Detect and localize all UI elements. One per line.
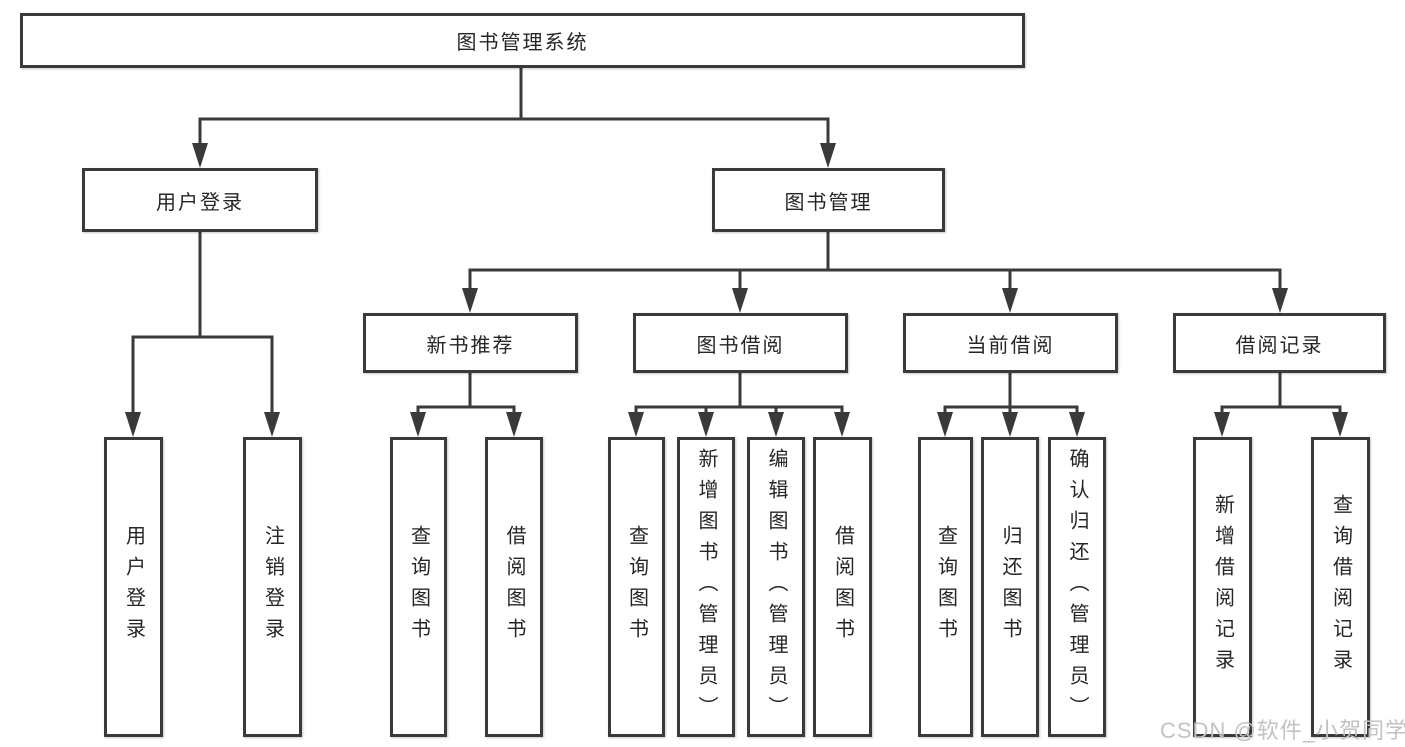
connector-from-new-book-recommend (410, 369, 522, 437)
arrowhead-icon (410, 412, 426, 437)
arrowhead-icon (732, 288, 748, 313)
arrowhead-icon (937, 412, 953, 437)
arrowhead-icon (1069, 412, 1085, 437)
node-label-book-management: 图书管理 (784, 191, 873, 214)
arrowhead-icon (768, 412, 784, 437)
node-label-add-borrow-record: 新增借阅记录 (1211, 494, 1234, 680)
node-label-search-borrow-record: 查询借阅记录 (1329, 494, 1352, 680)
connector-path (131, 228, 274, 423)
node-new-book-recommend: 新书推荐 (363, 313, 578, 373)
node-label-current-borrow: 当前借阅 (966, 334, 1055, 357)
node-root: 图书管理系统 (20, 13, 1025, 68)
connector-from-borrow-record (1214, 369, 1348, 437)
csdn-watermark: CSDN @软件_小贺同学 (1160, 718, 1405, 743)
node-current-borrow: 当前借阅 (903, 313, 1118, 373)
node-login: 用户登录 (104, 437, 163, 737)
node-label-search-book-recommend: 查询图书 (407, 525, 430, 649)
node-borrow-record: 借阅记录 (1173, 313, 1386, 373)
node-borrow-book-recommend: 借阅图书 (485, 437, 543, 737)
node-label-book-borrow: 图书借阅 (696, 334, 785, 357)
node-label-borrow-book: 借阅图书 (831, 525, 854, 649)
connector-from-current-borrow (937, 369, 1085, 437)
node-label-search-book-borrow: 查询图书 (625, 525, 648, 649)
connector-from-user-login (125, 228, 280, 437)
node-book-borrow: 图书借阅 (633, 313, 848, 373)
node-label-return-book: 归还图书 (999, 525, 1021, 649)
arrowhead-icon (834, 412, 850, 437)
arrowhead-icon (628, 412, 644, 437)
node-borrow-book: 借阅图书 (813, 437, 872, 737)
node-logout: 注销登录 (243, 437, 302, 737)
connector-from-book-borrow (628, 369, 850, 437)
node-search-book-borrow: 查询图书 (608, 437, 665, 737)
arrowhead-icon (1214, 412, 1230, 437)
node-user-login: 用户登录 (82, 168, 318, 232)
node-confirm-return-admin: 确认归还（管理员） (1048, 437, 1106, 737)
node-label-root: 图书管理系统 (456, 32, 589, 54)
arrowhead-icon (125, 412, 141, 437)
node-label-logout: 注销登录 (261, 525, 284, 649)
connector-path (198, 64, 830, 154)
arrowhead-icon (264, 412, 280, 437)
arrowhead-icon (1332, 412, 1348, 437)
arrowhead-icon (698, 412, 714, 437)
arrowhead-icon (506, 412, 522, 437)
node-label-new-book-recommend: 新书推荐 (426, 334, 515, 357)
arrowhead-icon (1002, 412, 1018, 437)
node-label-login: 用户登录 (122, 525, 145, 649)
connector-from-root (192, 64, 836, 168)
node-label-search-book-current: 查询图书 (934, 525, 957, 649)
arrowhead-icon (1272, 288, 1288, 313)
node-label-add-book-admin: 新增图书（管理员） (695, 447, 717, 727)
node-book-management: 图书管理 (712, 168, 945, 232)
arrowhead-icon (1002, 288, 1018, 313)
node-label-edit-book-admin: 编辑图书（管理员） (765, 447, 787, 727)
connector-path (1220, 369, 1342, 423)
node-add-book-admin: 新增图书（管理员） (677, 437, 735, 737)
arrowhead-icon (192, 143, 208, 168)
connector-path (468, 228, 1282, 299)
connector-path (634, 369, 844, 423)
node-add-borrow-record: 新增借阅记录 (1193, 437, 1252, 737)
node-label-borrow-record: 借阅记录 (1235, 334, 1324, 357)
arrowhead-icon (820, 143, 836, 168)
connector-from-book-management (462, 228, 1288, 313)
arrowhead-icon (462, 288, 478, 313)
node-edit-book-admin: 编辑图书（管理员） (747, 437, 805, 737)
node-label-user-login: 用户登录 (156, 191, 244, 214)
node-label-confirm-return-admin: 确认归还（管理员） (1066, 447, 1088, 727)
node-search-borrow-record: 查询借阅记录 (1311, 437, 1370, 737)
node-label-borrow-book-recommend: 借阅图书 (503, 525, 525, 649)
node-search-book-recommend: 查询图书 (390, 437, 447, 737)
node-search-book-current: 查询图书 (918, 437, 973, 737)
connector-path (416, 369, 516, 423)
node-return-book: 归还图书 (981, 437, 1039, 737)
